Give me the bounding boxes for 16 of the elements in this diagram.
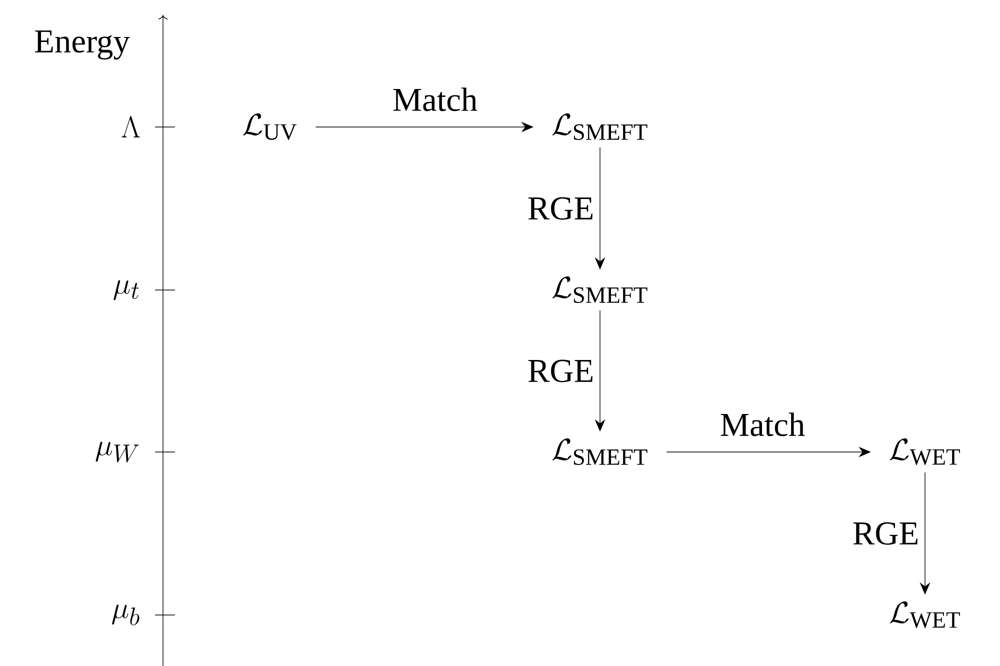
tick-label: $\Lambda$ (122, 116, 140, 138)
lagrangian: $\mathcal{L}_{\mathrm{SMEFT}}$ (552, 276, 648, 303)
edge-label: RGE (524, 194, 598, 224)
edge-label: RGE (848, 518, 923, 548)
lagrangian: $\mathcal{L}_{\mathrm{WET}}$ (890, 438, 960, 465)
tick-label: $\mu_W$ (96, 442, 139, 462)
lagrangian: $\mathcal{L}_{\mathrm{WET}}$ (890, 601, 960, 628)
lagrangian: $\mathcal{L}_{\mathrm{SMEFT}}$ (552, 438, 648, 465)
tick-label: $\mu_t$ (114, 280, 139, 300)
lagrangian: $\mathcal{L}_{\mathrm{UV}}$ (243, 113, 297, 140)
lagrangian: $\mathcal{L}_{\mathrm{SMEFT}}$ (552, 113, 648, 140)
tick-label: $\mu_b$ (112, 604, 140, 626)
edge-label: Match (716, 409, 809, 440)
axis-label: Energy (35, 30, 130, 60)
edge-label: Match (388, 84, 482, 115)
edge-label: RGE (524, 356, 598, 386)
